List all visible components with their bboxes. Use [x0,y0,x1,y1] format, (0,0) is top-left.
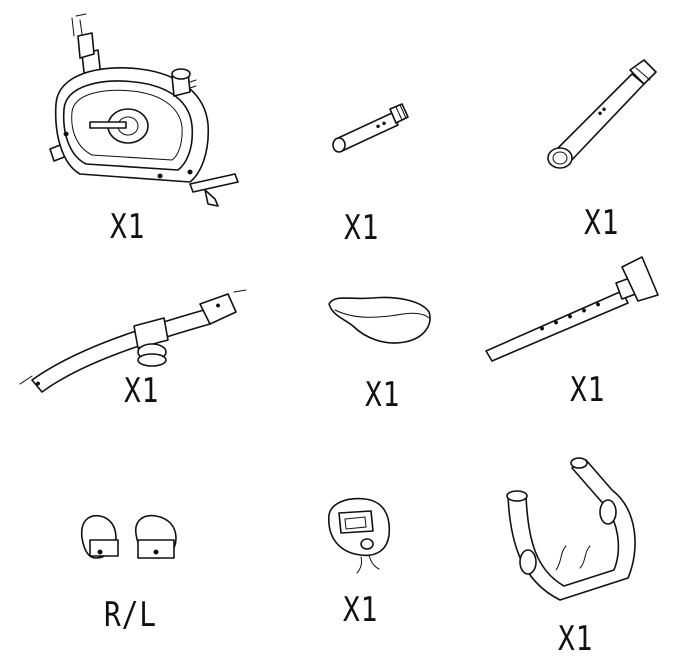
handlebar-illustration [500,450,670,620]
seat-illustration [325,290,435,350]
pedals-qty: R/L [104,595,157,635]
long-tube-qty: X1 [584,203,620,243]
seat-qty: X1 [365,375,401,415]
front-stabilizer-qty: X1 [124,371,160,411]
front-stabilizer-part: X1 [14,280,254,410]
console-qty: X1 [343,590,379,630]
console-part: X1 [325,495,405,640]
front-stabilizer-illustration [14,280,254,390]
pedals-illustration [78,510,198,570]
axle-tube-part: X1 [330,95,420,245]
console-illustration [325,495,405,575]
axle-tube-illustration [330,95,420,165]
long-tube-part: X1 [540,60,670,250]
seat-post-qty: X1 [570,370,606,410]
main-frame-qty: X1 [110,207,146,247]
handlebar-qty: X1 [558,619,594,659]
pedals-part: R/L [78,510,198,640]
axle-tube-qty: X1 [344,208,380,248]
handlebar-part: X1 [500,450,670,662]
seat-part: X1 [325,290,435,420]
seat-post-illustration [482,255,672,365]
long-tube-illustration [540,60,670,180]
seat-post-part: X1 [482,255,672,415]
main-frame-part: X1 [40,14,250,244]
main-frame-illustration [40,14,250,214]
